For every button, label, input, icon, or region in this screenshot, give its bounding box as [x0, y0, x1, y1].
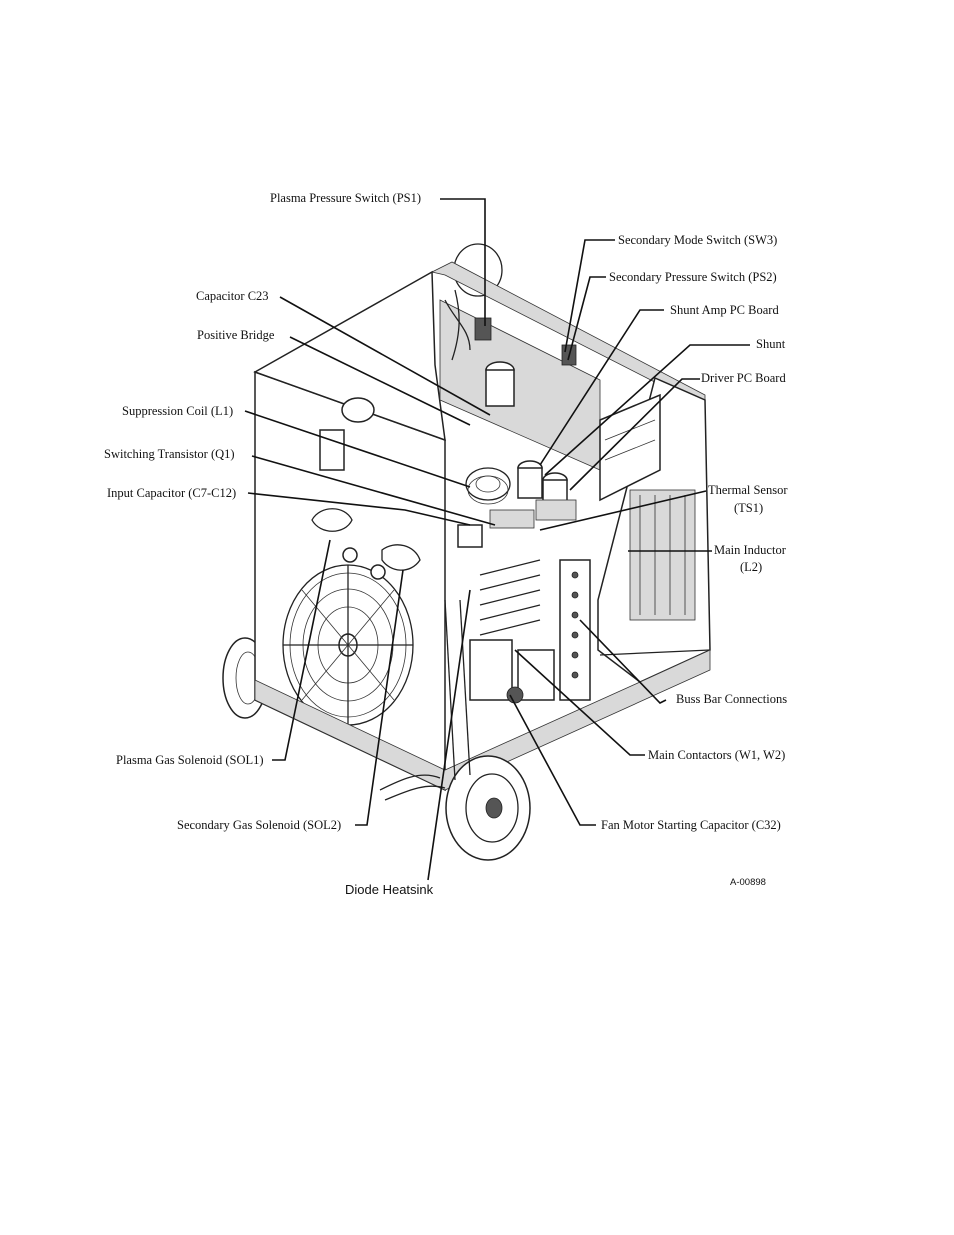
internal-assemblies [439, 289, 696, 704]
label-switching-transistor: Switching Transistor (Q1) [104, 447, 235, 461]
leader-secondary-gas-solenoid [355, 569, 404, 826]
cabinet-roof [253, 270, 446, 442]
callout-labels: Plasma Pressure Switch (PS1) Secondary M… [104, 191, 788, 897]
leader-thermal-sensor [539, 490, 707, 531]
heatsink-fins [479, 559, 541, 636]
leader-driver-pc-board [569, 378, 700, 491]
leader-secondary-mode-switch [564, 239, 615, 353]
leader-shunt [544, 344, 750, 476]
label-positive-bridge: Positive Bridge [197, 328, 275, 342]
label-main-inductor-line1: Main Inductor [714, 543, 787, 557]
leader-lines [244, 198, 750, 881]
label-capacitor-c23: Capacitor C23 [196, 289, 269, 303]
label-buss-bar-connections: Buss Bar Connections [676, 692, 787, 706]
leader-secondary-pressure-switch [567, 276, 606, 361]
label-plasma-pressure-switch: Plasma Pressure Switch (PS1) [270, 191, 421, 205]
label-suppression-coil: Suppression Coil (L1) [122, 404, 233, 418]
label-main-contactors: Main Contactors (W1, W2) [648, 748, 785, 762]
label-secondary-gas-solenoid: Secondary Gas Solenoid (SOL2) [177, 818, 341, 832]
leader-suppression-coil [244, 410, 471, 488]
torch-hose [379, 774, 441, 791]
label-shunt: Shunt [756, 337, 786, 351]
leader-plasma-pressure-switch [440, 198, 486, 326]
label-shunt-amp-pc-board: Shunt Amp PC Board [670, 303, 779, 317]
leader-buss-bar-connections [579, 619, 667, 704]
label-diode-heatsink: Diode Heatsink [345, 882, 434, 897]
leader-capacitor-c23 [279, 296, 491, 416]
leader-plasma-gas-solenoid [272, 539, 331, 761]
label-input-capacitor: Input Capacitor (C7-C12) [107, 486, 236, 500]
machine-illustration [222, 243, 711, 861]
leader-diode-heatsink [427, 589, 471, 881]
label-driver-pc-board: Driver PC Board [701, 371, 786, 385]
leader-fan-motor-starting-capacitor [509, 694, 596, 826]
label-plasma-gas-solenoid: Plasma Gas Solenoid (SOL1) [116, 753, 264, 767]
leader-switching-transistor [251, 455, 496, 526]
gas-solenoids [311, 397, 421, 580]
label-secondary-mode-switch: Secondary Mode Switch (SW3) [618, 233, 777, 247]
label-figure-code: A-00898 [730, 877, 766, 888]
leader-main-contactors [514, 649, 645, 756]
leader-input-capacitor [247, 492, 471, 526]
label-main-inductor-line2: (L2) [740, 560, 762, 574]
label-thermal-sensor-line1: Thermal Sensor [708, 483, 788, 497]
label-secondary-pressure-switch: Secondary Pressure Switch (PS2) [609, 270, 777, 284]
label-thermal-sensor-line2: (TS1) [734, 501, 763, 515]
leader-positive-bridge [289, 336, 471, 426]
label-fan-motor-starting-capacitor: Fan Motor Starting Capacitor (C32) [601, 818, 781, 832]
leader-shunt-amp-pc-board [539, 309, 664, 466]
